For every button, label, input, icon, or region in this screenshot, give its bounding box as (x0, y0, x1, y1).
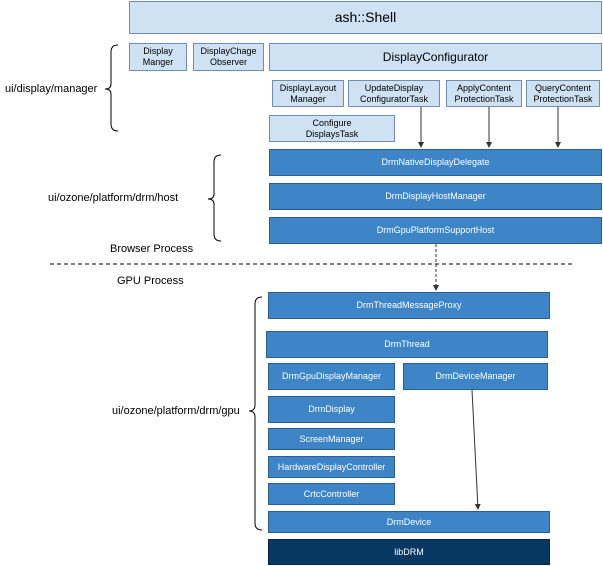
configure-displays-task-box: Configure DisplaysTask (269, 115, 395, 142)
hardware-display-controller-box: HardwareDisplayController (268, 456, 395, 478)
device-manager-arrow (471, 389, 481, 510)
drm-native-display-delegate-box: DrmNativeDisplayDelegate (269, 149, 602, 176)
display-manager-box: Display Manger (129, 43, 187, 71)
drm-gpu-platform-support-host-box: DrmGpuPlatformSupportHost (269, 217, 602, 244)
gpu-process-label: GPU Process (117, 275, 184, 287)
screen-manager-box: ScreenManager (268, 428, 395, 450)
drm-device-manager-box: DrmDeviceManager (403, 363, 548, 390)
query-content-protection-task-box: QueryContent ProtectionTask (526, 80, 600, 107)
display-layout-manager-box: DisplayLayout Manager (272, 80, 344, 107)
display-configurator-box: DisplayConfigurator (269, 43, 602, 71)
ash-shell-box: ash::Shell (129, 1, 602, 34)
crtc-controller-box: CrtcController (268, 483, 395, 505)
drm-thread-box: DrmThread (266, 331, 548, 358)
drm-thread-message-proxy-box: DrmThreadMessageProxy (268, 292, 550, 319)
apply-content-protection-task-box: ApplyContent ProtectionTask (446, 80, 522, 107)
manager-brace (104, 44, 119, 132)
browser-process-label: Browser Process (110, 243, 194, 255)
manager-group-label: ui/display/manager (5, 83, 98, 95)
gpu-group-label: ui/ozone/platform/drm/gpu (112, 405, 240, 417)
drm-display-host-manager-box: DrmDisplayHostManager (269, 183, 602, 210)
display-change-observer-box: DisplayChage Observer (193, 43, 264, 71)
update-display-configurator-task-box: UpdateDisplay ConfiguratorTask (348, 80, 440, 107)
drm-device-box: DrmDevice (268, 511, 550, 533)
libdrm-box: libDRM (268, 539, 550, 565)
drm-display-box: DrmDisplay (268, 396, 395, 423)
drm-gpu-display-manager-box: DrmGpuDisplayManager (268, 363, 395, 390)
host-group-label: ui/ozone/platform/drm/host (48, 192, 179, 204)
host-brace (207, 154, 222, 242)
gpu-brace (248, 296, 263, 531)
